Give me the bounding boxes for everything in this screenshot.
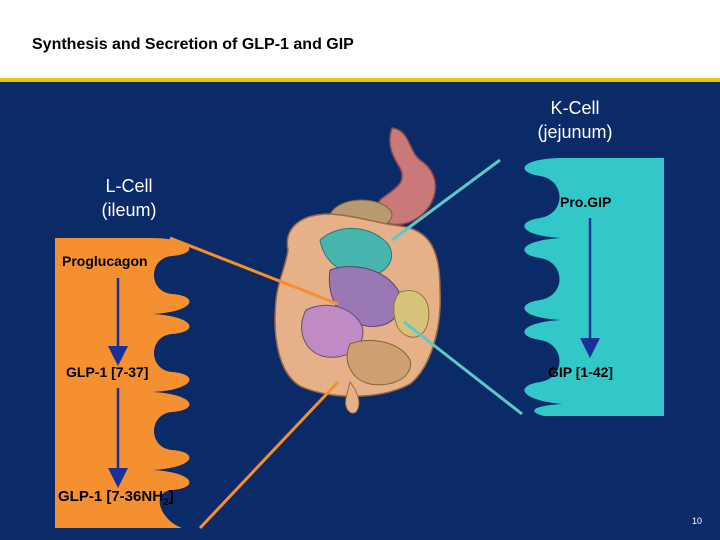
slide-title: Synthesis and Secretion of GLP-1 and GIP — [32, 36, 354, 53]
page-number: 10 — [691, 516, 702, 526]
k-cell-label: K-Cell (jejunum) — [510, 96, 640, 145]
k-cell-location: (jejunum) — [537, 122, 613, 143]
k-cell-name: K-Cell — [550, 98, 600, 118]
k-cell-shape — [524, 158, 664, 416]
l-cell-shape — [55, 238, 190, 528]
digestive-tract-illustration — [274, 127, 441, 414]
l-cell-location: (ileum) — [101, 200, 157, 221]
k-cell-connector-bottom — [403, 320, 523, 416]
l-cell-label: L-Cell (ileum) — [74, 174, 184, 223]
glp1-7-36nh2-label: GLP-1 [7-36NH2] — [58, 488, 174, 508]
l-cell-connector-bottom — [198, 380, 340, 530]
title-bar — [0, 0, 720, 78]
l-cell-connector-top — [169, 236, 339, 306]
l-cell-name: L-Cell — [105, 176, 153, 196]
glp1-7-37-label: GLP-1 [7-37] — [66, 364, 149, 380]
pro-gip-label: Pro.GIP — [560, 194, 612, 210]
title-underline — [0, 78, 720, 82]
proglucagon-label: Proglucagon — [62, 253, 148, 269]
k-cell-connector-top — [391, 158, 501, 242]
gip-1-42-label: GIP [1-42] — [548, 364, 614, 380]
